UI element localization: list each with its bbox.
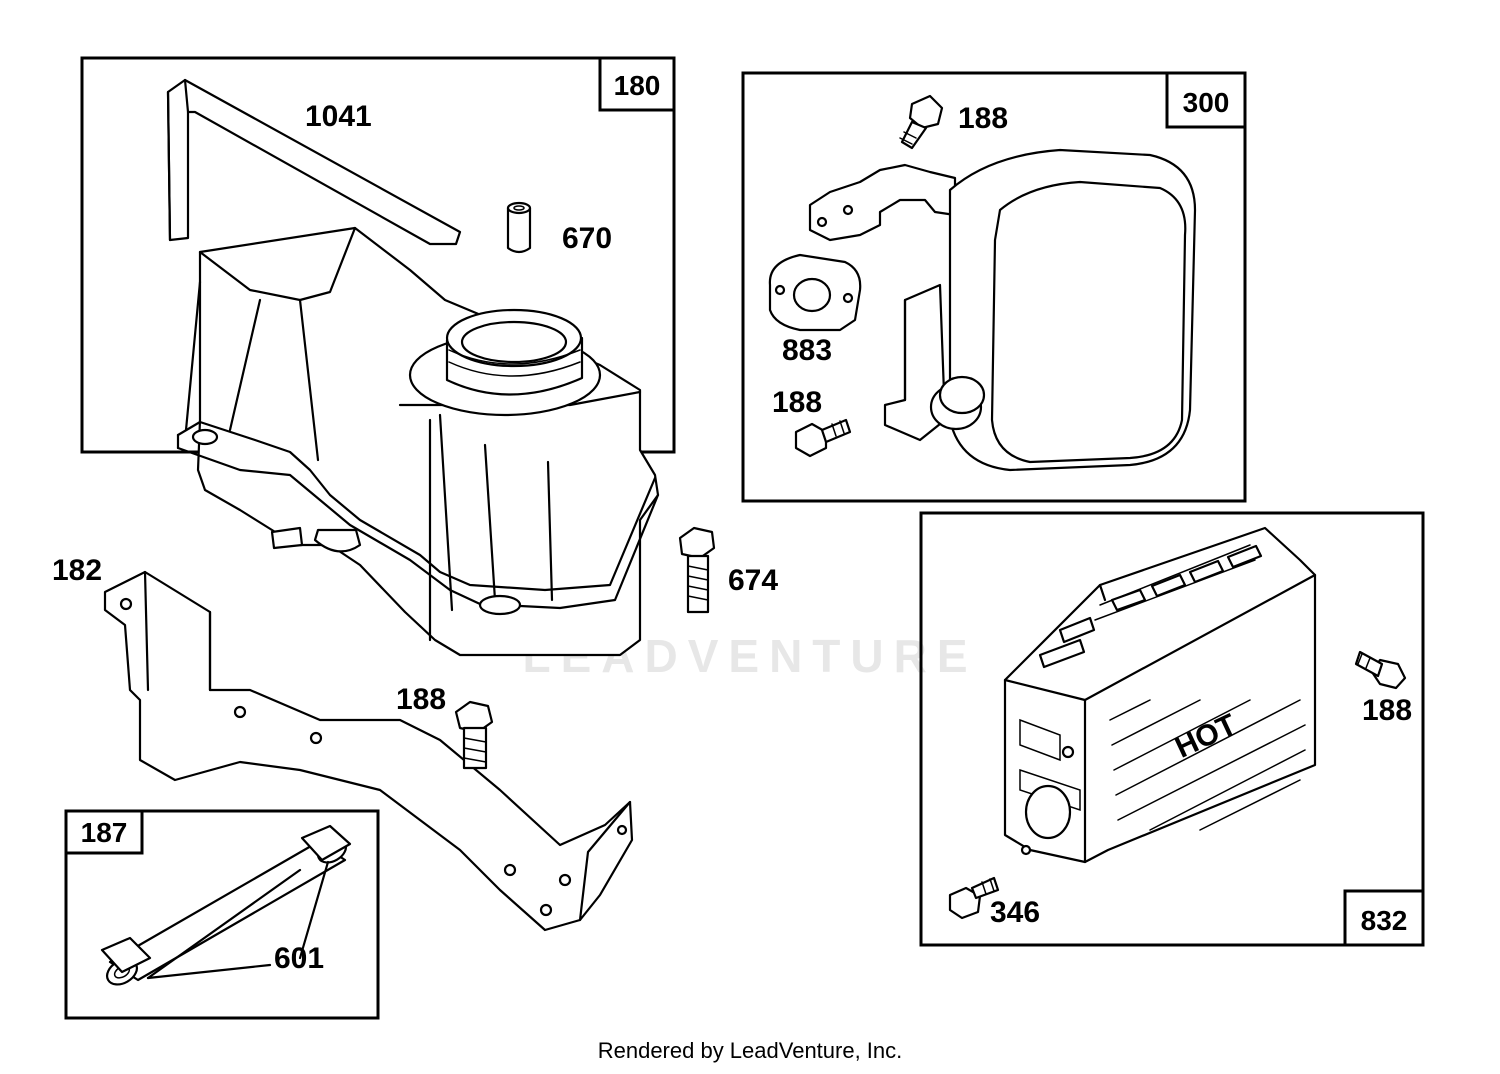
tank-bolt [678,526,716,614]
muffler-guard: HOT [1003,526,1317,864]
callout-tank-strap: 1041 [305,100,372,133]
guard-kit-number: 832 [1361,905,1408,936]
guard-kit-frame [919,511,1425,947]
callout-spacer: 670 [562,222,612,255]
guard-kit-number-box [1343,889,1425,947]
muffler-bolt-top [899,94,944,150]
fuel-line-kit-frame [64,809,380,1020]
tank-kit-number-box [598,56,676,112]
callout-guard-bolt: 188 [1362,694,1412,727]
muffler-kit-group: 300 188 883 [741,71,1247,503]
fuel-line-kit-number-box [64,809,144,855]
tank-kit-group: 180 1041 670 [80,56,676,657]
callout-tank-bolt: 674 [728,564,778,597]
spacer-part [506,201,532,254]
callout-guard-screw: 346 [990,896,1040,929]
tank-strap [166,78,462,246]
callout-bracket: 182 [52,554,102,587]
tank-kit-number: 180 [614,70,661,101]
muffler-kit-number-box [1165,71,1247,129]
guard-screw [948,876,1000,920]
callout-muffler-bolt-top: 188 [958,102,1008,135]
bracket-bolt [454,700,494,770]
guard-bolt [1354,650,1407,690]
tank-bracket [103,570,634,932]
fuel-line-hose [100,824,352,986]
fuel-tank [176,226,660,657]
muffler-kit-frame [741,71,1247,503]
guard-kit-group: 832 HOT [919,511,1425,947]
muffler-kit-number: 300 [1183,87,1230,118]
callout-gasket: 883 [782,334,832,367]
exhaust-pipe [808,163,957,242]
footer-credit: Rendered by LeadVenture, Inc. [597,1038,903,1063]
callout-bracket-bolt: 188 [396,683,446,716]
muffler-body [883,148,1197,472]
muffler-bolt-lower [794,418,852,458]
fuel-line-kit-group: 187 601 [64,809,380,1020]
fuel-line-kit-number: 187 [81,817,128,848]
callout-muffler-bolt-lower: 188 [772,386,822,419]
muffler-gasket [768,253,862,332]
callout-clamp: 601 [274,942,324,975]
